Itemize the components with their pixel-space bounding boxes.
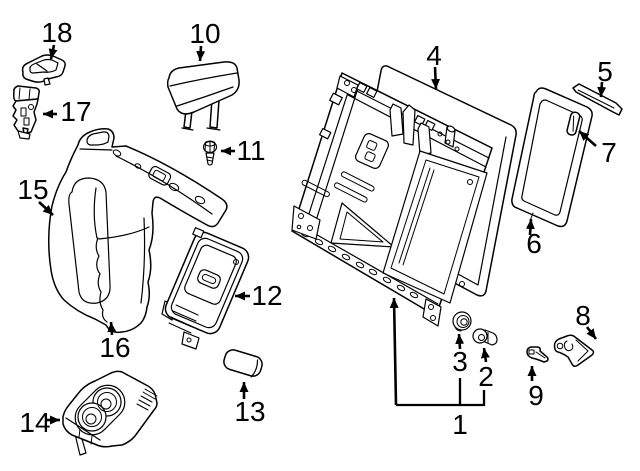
part-14-cupholder-drawing (62, 370, 158, 456)
callout-label-2: 2 (478, 361, 494, 392)
part-5-rod-drawing (572, 83, 623, 116)
part-3-grommet-drawing (452, 311, 472, 332)
part-13-pad-drawing (223, 349, 263, 378)
part-12-armrest-drawing (161, 227, 250, 350)
part-2-screw-drawing (472, 328, 498, 346)
part-6-bezel-drawing (511, 87, 593, 228)
callout-label-16: 16 (99, 332, 130, 363)
part-8-bracket-drawing (553, 334, 595, 368)
callout-label-10: 10 (189, 18, 220, 49)
callout-label-11: 11 (236, 135, 265, 166)
callout-label-6: 6 (526, 228, 542, 259)
part-17-latch-drawing (12, 85, 40, 140)
callout-label-8: 8 (575, 300, 591, 331)
callout-1-bracket-line (396, 378, 486, 407)
callout-label-15: 15 (17, 174, 48, 205)
callout-label-14: 14 (19, 407, 50, 438)
part-10-headrest-drawing (166, 61, 240, 131)
callout-label-18: 18 (41, 17, 72, 48)
callout-label-7: 7 (601, 137, 617, 168)
callout-arrows (38, 44, 607, 425)
part-18-bezel-drawing (21, 54, 66, 86)
callout-label-5: 5 (597, 56, 613, 87)
callout-labels: 1 2 3 4 5 6 7 8 9 10 11 12 13 14 15 16 1… (17, 17, 616, 440)
callout-label-17: 17 (60, 96, 91, 127)
callout-label-12: 12 (251, 280, 282, 311)
callout-label-13: 13 (234, 396, 265, 427)
part-9-clip-drawing (526, 346, 549, 363)
callout-label-1: 1 (452, 409, 468, 440)
callout-label-9: 9 (528, 380, 544, 411)
part-7-tab-drawing (566, 111, 581, 136)
part-1-frame-drawing (291, 72, 493, 327)
callout-label-3: 3 (452, 346, 468, 377)
part-11-screw-drawing (202, 140, 218, 166)
callout-label-4: 4 (426, 40, 442, 71)
part-15-cushion-drawing (47, 128, 228, 334)
